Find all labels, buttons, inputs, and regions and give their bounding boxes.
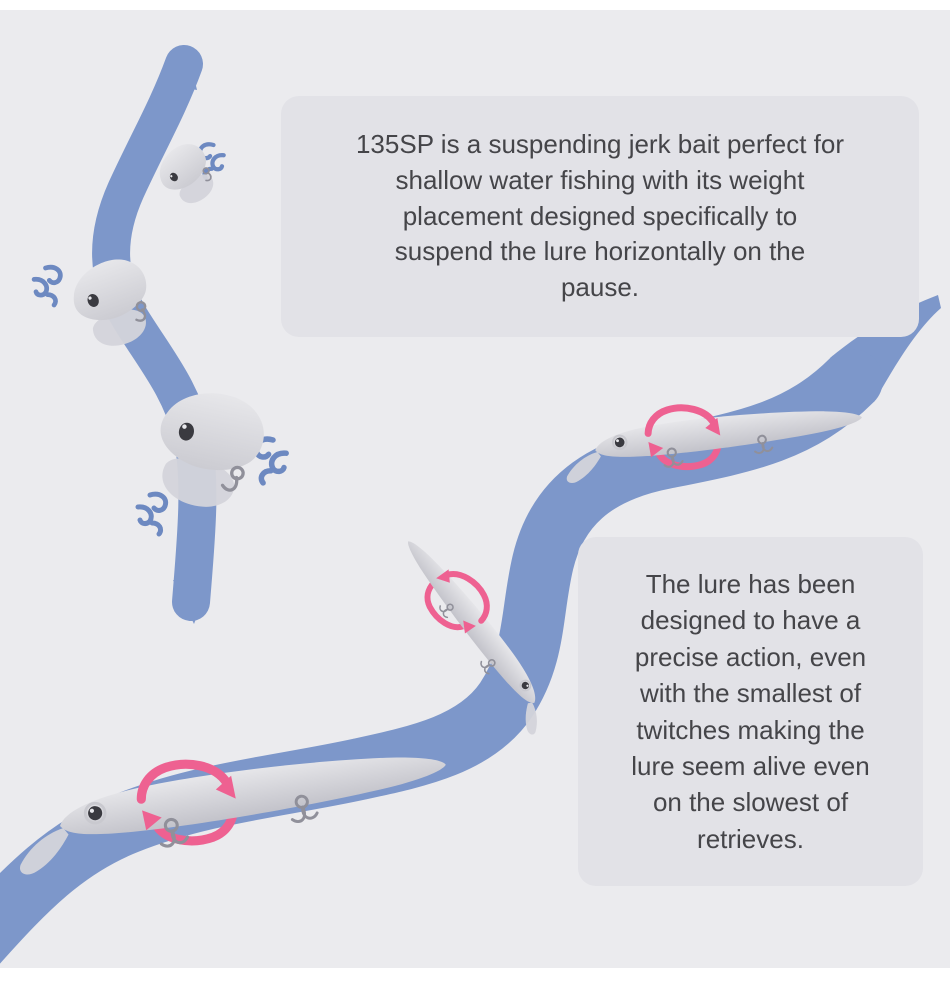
intro-card: 135SP is a suspending jerk bait perfect … <box>281 96 919 337</box>
top-left-flow-illustration <box>34 45 286 624</box>
water-swirl-icon <box>138 494 166 534</box>
action-card: The lure has been designed to have a pre… <box>578 537 923 886</box>
action-card-text: The lure has been designed to have a pre… <box>631 568 870 854</box>
intro-card-text: 135SP is a suspending jerk bait perfect … <box>355 128 845 303</box>
water-swirl-icon <box>34 267 60 305</box>
